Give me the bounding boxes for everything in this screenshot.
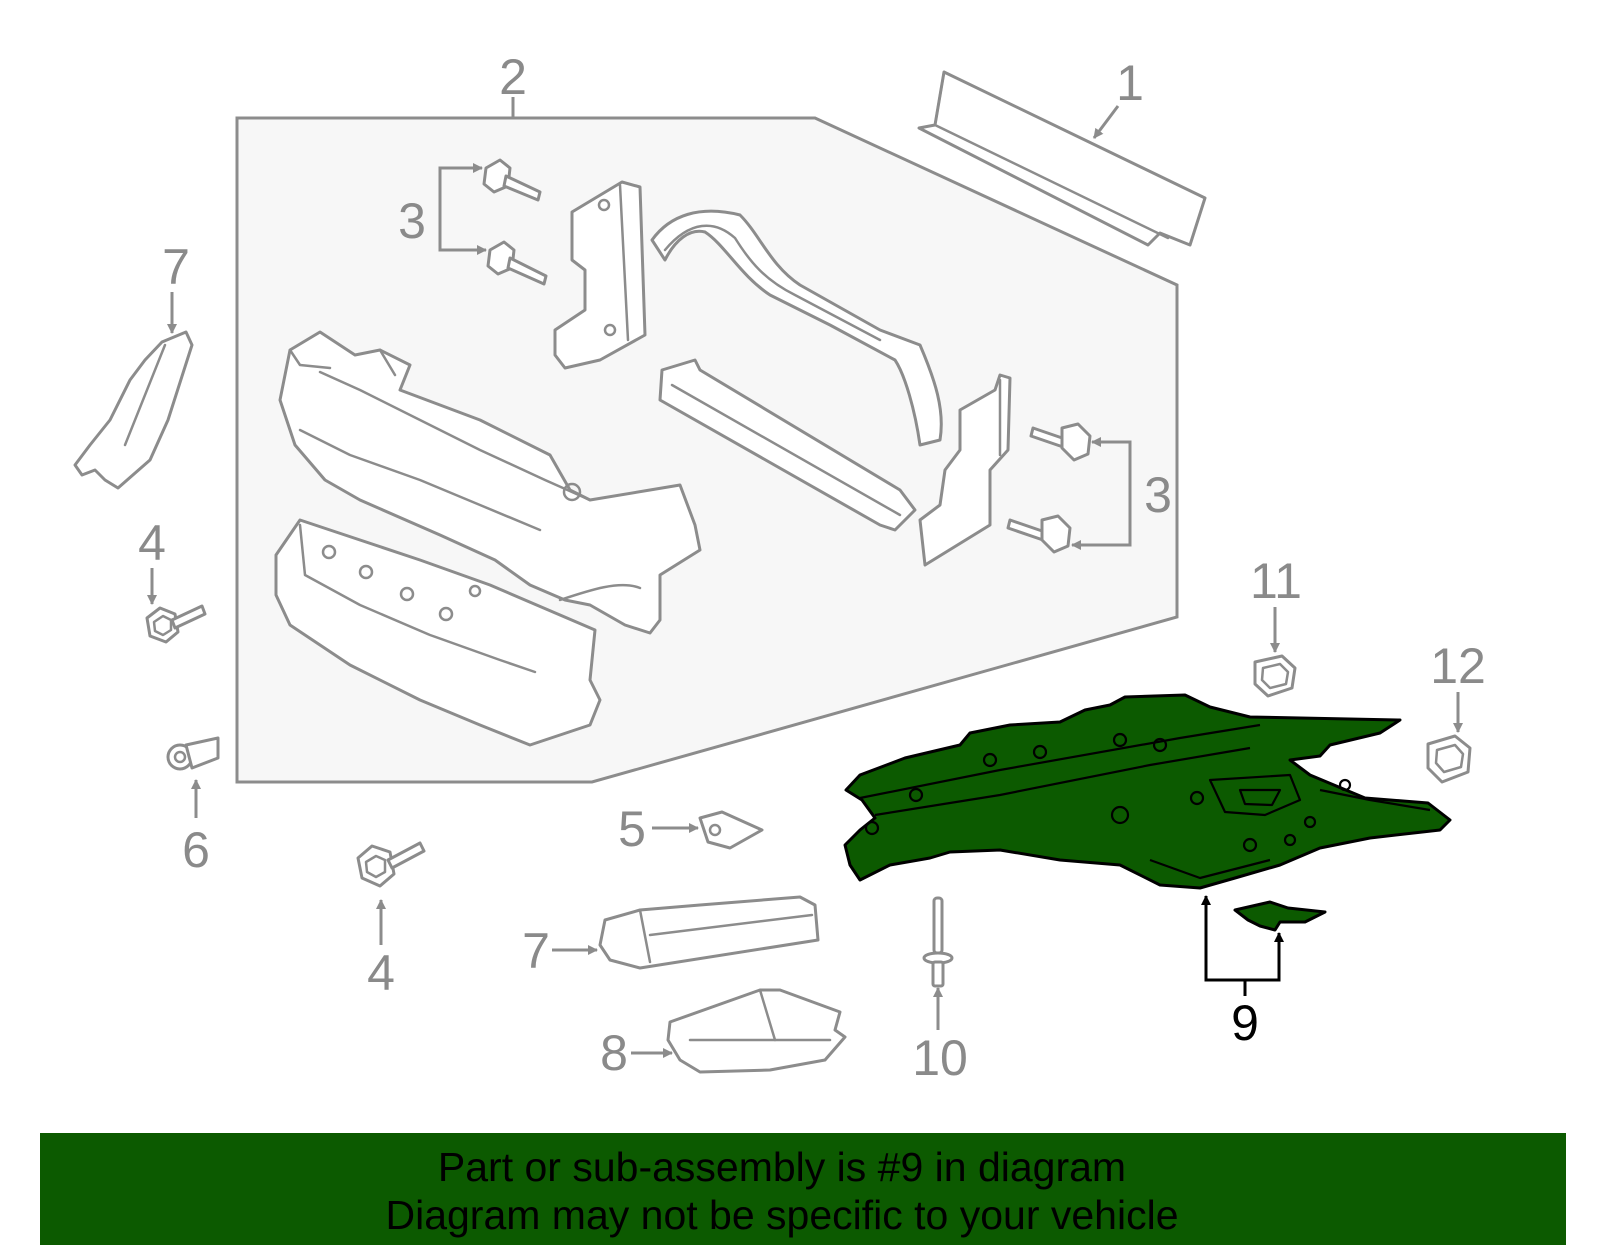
part-4-bolt-left — [145, 604, 207, 644]
callout-4-center: 4 — [367, 945, 395, 1001]
part-4-bolt-center — [356, 841, 426, 888]
callout-3-right: 3 — [1144, 467, 1172, 523]
callout-11: 11 — [1250, 553, 1302, 609]
part-12-nut — [1426, 734, 1472, 784]
callout-2: 2 — [499, 49, 527, 105]
part-2-upper-tube — [650, 209, 943, 447]
part-10-push-pin — [922, 896, 954, 988]
part-3-bolt-upper-a — [482, 158, 542, 202]
part-11-nut — [1253, 654, 1297, 698]
part-5-clip — [698, 810, 764, 850]
callout-4-left: 4 — [138, 515, 166, 571]
callout-9: 9 — [1231, 995, 1259, 1051]
part-2-radiator-support — [278, 330, 702, 635]
part-7-deflector-lower — [598, 895, 820, 970]
part-1-upper-rail — [917, 70, 1207, 247]
leader-3-right — [1074, 440, 1132, 547]
part-3-bolt-upper-b — [486, 240, 548, 286]
leader-3-upper — [438, 166, 486, 252]
part-7-deflector-upper — [73, 330, 194, 490]
part-9-under-shield — [843, 693, 1452, 890]
part-2-right-bracket — [918, 373, 1012, 567]
part-2-lower-bar — [658, 358, 917, 532]
leader-1 — [1092, 105, 1120, 139]
banner-line-disclaimer: Diagram may not be specific to your vehi… — [385, 1192, 1179, 1238]
callout-6: 6 — [182, 822, 210, 878]
callout-10: 10 — [912, 1030, 968, 1086]
callout-8: 8 — [600, 1025, 628, 1081]
callout-1: 1 — [1116, 55, 1144, 111]
part-2-left-bracket — [553, 180, 647, 370]
part-8-shield — [666, 988, 847, 1074]
part-3-bolt-right-a — [1029, 422, 1092, 462]
callout-3-upper: 3 — [398, 193, 426, 249]
callout-12: 12 — [1430, 638, 1486, 694]
callout-7-lower: 7 — [522, 923, 550, 979]
part-3-bolt-right-b — [1006, 514, 1072, 554]
leader-9 — [1204, 898, 1281, 982]
callout-7-upper: 7 — [162, 239, 190, 295]
banner-line-part: Part or sub-assembly is #9 in diagram — [437, 1144, 1127, 1190]
part-6-clip — [166, 736, 220, 771]
part-9-cover-plate — [1233, 900, 1327, 932]
info-banner: Part or sub-assembly is #9 in diagram Di… — [40, 1133, 1566, 1245]
callout-5: 5 — [618, 801, 646, 857]
part-2-bumper-beam — [274, 518, 602, 747]
